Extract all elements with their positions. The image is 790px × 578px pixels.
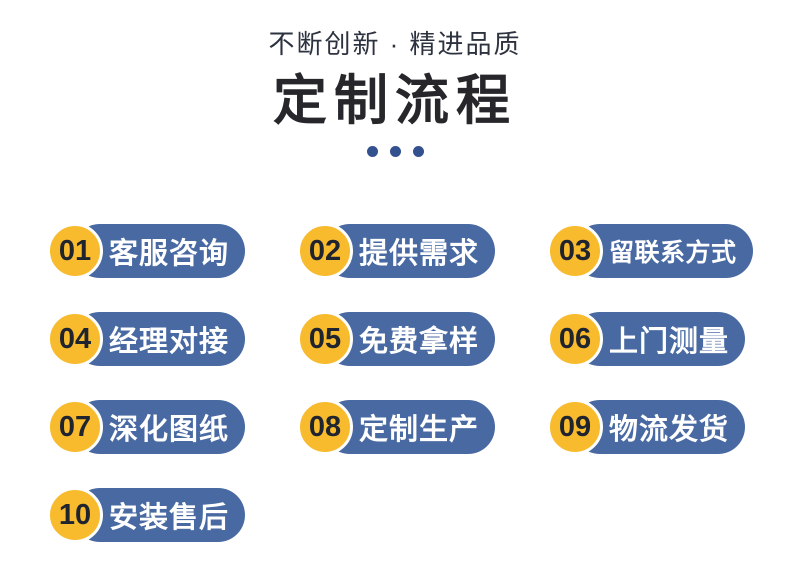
step-badge: 物流发货 09 (547, 399, 746, 455)
step-number: 02 (308, 234, 342, 267)
step-badge: 上门测量 06 (547, 311, 746, 367)
step-number: 01 (58, 234, 92, 267)
step-label: 深化图纸 (109, 414, 230, 446)
step-number-badge: 07 (47, 399, 103, 455)
step-number: 04 (58, 322, 92, 355)
step-number: 06 (558, 322, 592, 355)
step-badge: 定制生产 08 (297, 399, 496, 455)
header: 不断创新 · 精进品质 定制流程 (0, 0, 790, 157)
step-badge: 经理对接 04 (47, 311, 246, 367)
step-badge: 提供需求 02 (297, 223, 496, 279)
step-number: 05 (308, 322, 342, 355)
step-badge: 免费拿样 05 (297, 311, 496, 367)
step-number-badge: 08 (297, 399, 353, 455)
step-label: 安装售后 (109, 502, 230, 534)
step-number-badge: 01 (47, 223, 103, 279)
step-pill: 定制生产 (323, 400, 496, 454)
step-number: 10 (58, 498, 92, 531)
step-pill: 经理对接 (73, 312, 246, 366)
step-label: 客服咨询 (109, 238, 230, 270)
step-number: 07 (58, 410, 92, 443)
dot-icon (366, 146, 378, 157)
step-label: 上门测量 (609, 326, 730, 358)
step-number-badge: 10 (47, 487, 103, 543)
step-number-badge: 09 (547, 399, 603, 455)
step-number-badge: 04 (47, 311, 103, 367)
page-title: 定制流程 (273, 71, 517, 131)
step-number-badge: 03 (547, 223, 603, 279)
step-number: 08 (308, 410, 342, 443)
title-dots-icon (0, 146, 790, 157)
step-number: 09 (558, 410, 592, 443)
step-badge: 客服咨询 01 (47, 223, 246, 279)
step-number-badge: 05 (297, 311, 353, 367)
step-badge: 深化图纸 07 (47, 399, 246, 455)
step-label: 经理对接 (109, 326, 230, 358)
step-label: 物流发货 (609, 414, 730, 446)
step-label: 留联系方式 (609, 239, 737, 267)
step-number-badge: 02 (297, 223, 353, 279)
step-label: 提供需求 (359, 238, 480, 270)
dot-icon (389, 146, 401, 157)
step-number-badge: 06 (547, 311, 603, 367)
step-number: 03 (558, 234, 592, 267)
step-badge: 安装售后 10 (47, 487, 246, 543)
step-badge: 留联系方式 03 (547, 223, 753, 279)
step-label: 定制生产 (359, 414, 480, 446)
step-label: 免费拿样 (359, 326, 480, 358)
dot-icon (412, 146, 424, 157)
subtitle: 不断创新 · 精进品质 (268, 29, 522, 59)
steps-grid: 客服咨询 01 提供需求 02 留联系方式 03 经理对接 04 免费拿样 05… (47, 223, 790, 543)
